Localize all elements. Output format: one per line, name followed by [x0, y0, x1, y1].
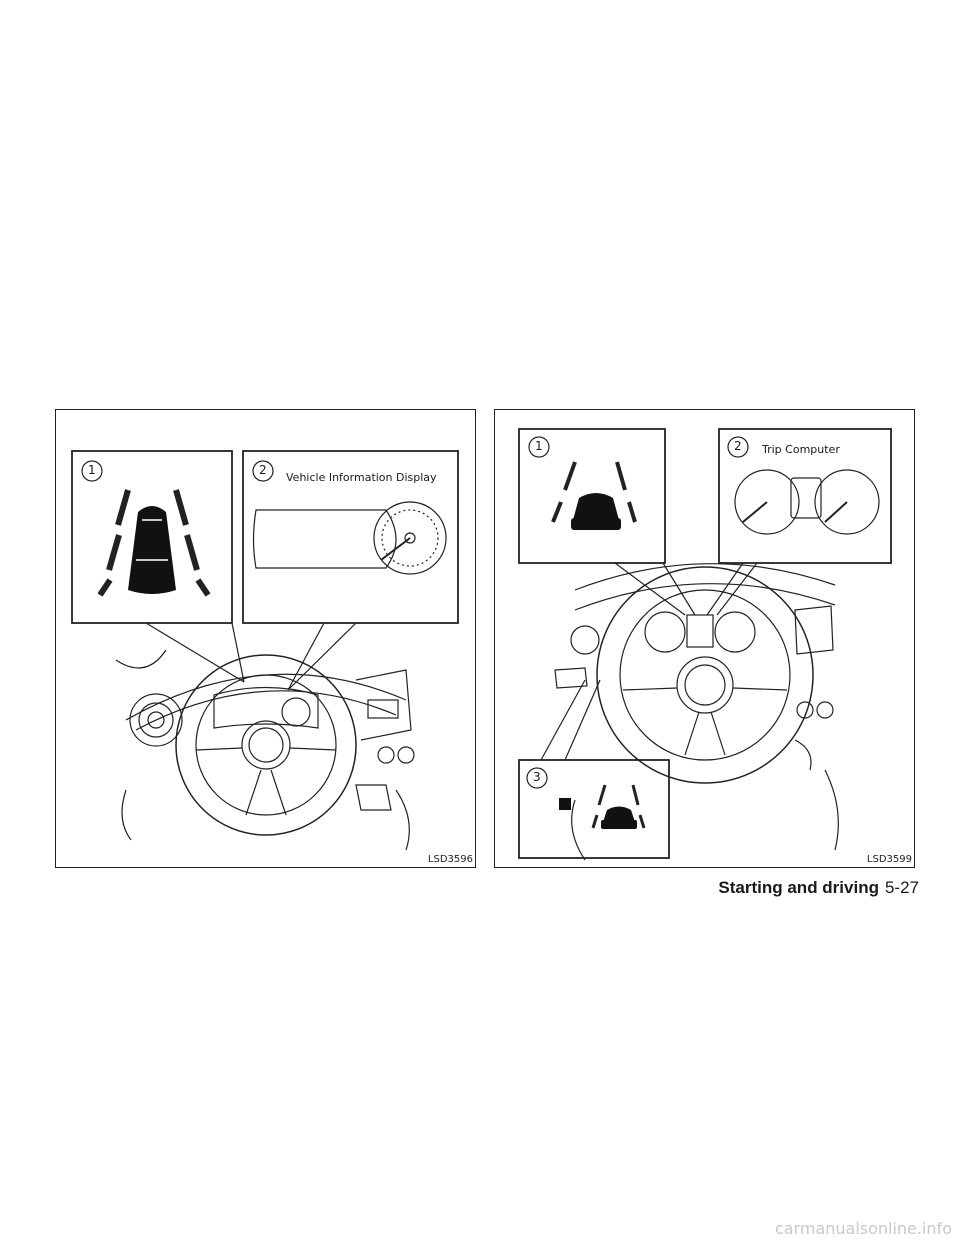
- figure-code: LSD3599: [866, 854, 912, 865]
- dashboard-illustration-1: [71, 450, 459, 851]
- vehicle-icon-3: [603, 806, 635, 822]
- figure-code: LSD3596: [427, 854, 473, 865]
- callout-number-circle-2: [252, 460, 274, 482]
- callout-number-1: 1: [88, 463, 96, 477]
- vehicle-icon: [128, 506, 176, 594]
- figure-lsd3596: 1 2 Vehicle Information Display LSD3596: [55, 409, 476, 868]
- callout-box-3: [518, 759, 670, 859]
- page-number: 5-27: [884, 878, 919, 897]
- indicator-square-icon: [559, 798, 571, 810]
- callout-number-circle-1: [81, 460, 103, 482]
- callout-number-2: 2: [734, 439, 742, 453]
- callout-number-3: 3: [533, 770, 541, 784]
- section-title: Starting and driving: [718, 878, 879, 897]
- callout-title-vehicle-information-display: Vehicle Information Display: [286, 471, 437, 484]
- callout-title-trip-computer: Trip Computer: [762, 443, 840, 456]
- callout-box-1: [518, 428, 666, 564]
- vehicle-icon-1: [573, 493, 619, 520]
- callout-box-2: [718, 428, 892, 564]
- callout-number-2: 2: [259, 463, 267, 477]
- callout-box-1: [71, 450, 233, 624]
- page-footer: Starting and driving 5-27: [718, 878, 919, 898]
- dashboard-illustration-2: [518, 428, 892, 861]
- figure-lsd3599: 1 2 Trip Computer 3 LSD3599: [494, 409, 915, 868]
- watermark: carmanualsonline.info: [774, 1219, 952, 1238]
- callout-number-1: 1: [535, 439, 543, 453]
- callout-box-2: [242, 450, 459, 624]
